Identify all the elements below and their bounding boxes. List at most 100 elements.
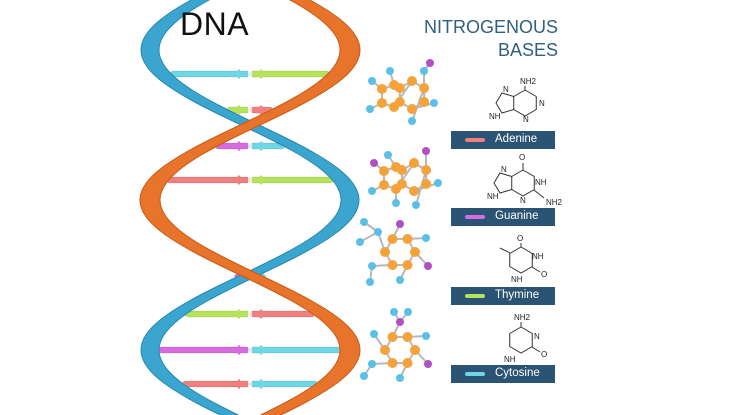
atom (387, 234, 398, 245)
atom (360, 372, 368, 380)
rung-bead (234, 345, 244, 355)
atom (384, 151, 392, 159)
adenine-label: Adenine (451, 131, 555, 149)
rung-bead (256, 309, 266, 319)
blue-strand (140, 0, 360, 415)
cytosine-ring (509, 326, 533, 354)
thymine-swatch (465, 294, 485, 298)
heading-line-1: NITROGENOUS (423, 17, 558, 37)
base-pair-rung (215, 141, 285, 151)
rung-bead (256, 105, 266, 115)
atom (396, 220, 404, 228)
atom (407, 104, 417, 114)
atom (368, 262, 376, 270)
atom (410, 345, 420, 355)
atom (366, 278, 374, 286)
atom (387, 332, 398, 343)
atom (396, 318, 404, 326)
guanine-nh-text: NH (487, 192, 499, 201)
adenine-ring (513, 89, 537, 117)
rung-bond (248, 142, 252, 150)
atom (368, 187, 376, 195)
atom (391, 184, 401, 194)
atom (421, 165, 432, 175)
adenine-label-text: Adenine (495, 133, 538, 145)
base-pair-rung (170, 69, 330, 79)
atom (392, 199, 400, 207)
atom (409, 186, 419, 196)
atom (422, 147, 430, 155)
atom (377, 98, 387, 108)
adenine-n-text: N (539, 99, 545, 108)
cytosine-molecule (360, 308, 432, 382)
rung-bead (256, 345, 266, 355)
bond-stick (411, 87, 426, 122)
cytosine-label-text: Cytosine (495, 367, 540, 379)
atom (419, 97, 430, 107)
bond-stick (415, 169, 428, 206)
atom (390, 308, 398, 316)
atom (421, 179, 432, 189)
atom (419, 83, 430, 93)
cytosine-nh2-text: NH2 (514, 313, 531, 322)
atom (402, 234, 413, 245)
cytosine-n-text: N (534, 332, 540, 341)
cytosine-nh-text: NH (504, 355, 516, 364)
rung-bond (248, 70, 252, 78)
atom (426, 59, 434, 67)
guanine-o-text: O (519, 153, 525, 162)
adenine-ring5 (495, 92, 514, 114)
rung-bead (256, 379, 266, 389)
base-pair-rung (182, 379, 318, 389)
thymine-ring (509, 246, 533, 274)
rung-bead (234, 379, 244, 389)
atom (420, 67, 428, 75)
atom (368, 77, 376, 85)
atom (380, 345, 390, 355)
thymine-o-text: O (541, 270, 547, 279)
rung-bond (248, 346, 252, 354)
thymine-bond (499, 247, 511, 254)
base-pair-rung (166, 175, 334, 185)
thymine-nh-text: NH (511, 275, 523, 284)
atom (396, 276, 404, 284)
atom (360, 218, 368, 226)
atom (424, 360, 432, 368)
adenine-nh-text: NH (489, 112, 501, 121)
adenine-molecule (366, 59, 438, 125)
molecule-models (356, 59, 442, 382)
atom (374, 228, 382, 236)
atom (402, 332, 413, 343)
atom (356, 238, 364, 246)
rung-bead (234, 69, 244, 79)
thymine-molecule (356, 218, 432, 286)
rung-bead (256, 175, 266, 185)
adenine-nh2-text: NH2 (520, 77, 537, 86)
atom (389, 102, 399, 112)
atom (422, 234, 430, 242)
rung-bead (256, 69, 266, 79)
atom (380, 247, 390, 257)
thymine-o-text: O (517, 234, 523, 243)
rung-bead (256, 141, 266, 151)
atom (402, 259, 413, 270)
atom (408, 117, 416, 125)
atom (389, 80, 399, 90)
cytosine-label: Cytosine (451, 365, 555, 383)
atom (430, 99, 438, 107)
guanine-swatch (465, 215, 485, 219)
cytosine-swatch (465, 372, 485, 376)
atom (391, 162, 401, 172)
atom (377, 84, 387, 94)
atom (422, 332, 430, 340)
atom (402, 357, 413, 368)
adenine-swatch (465, 138, 485, 142)
thymine-label: Thymine (451, 287, 555, 305)
base-pair-rungs (157, 69, 343, 389)
adenine-n-text: N (503, 85, 509, 94)
diagram-title: DNA (180, 6, 250, 42)
atom (424, 262, 432, 270)
orange-strand (139, 0, 361, 415)
